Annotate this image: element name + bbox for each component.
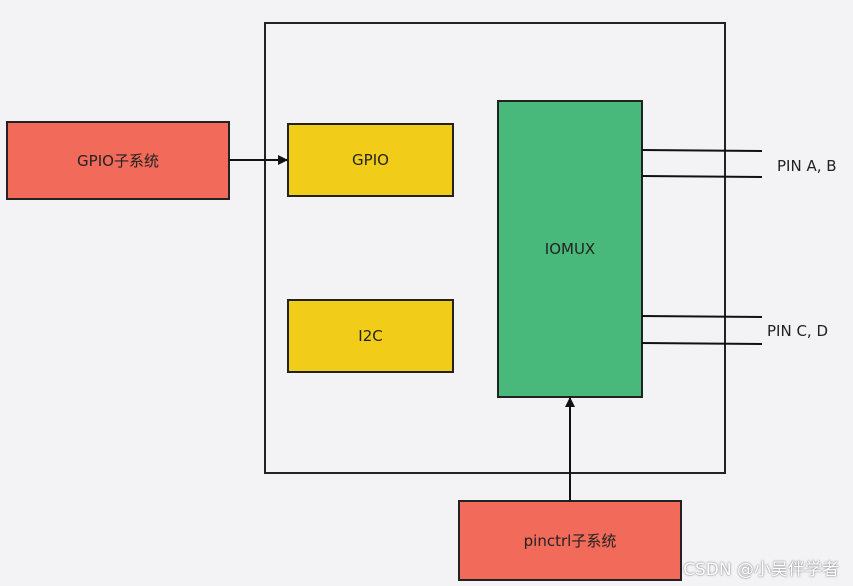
pinctrl-subsystem-label: pinctrl子系统: [523, 532, 617, 550]
pin-d-line: [641, 342, 763, 345]
pin-cd-label: PIN C, D: [767, 322, 829, 340]
gpio-controller-box: [287, 123, 454, 197]
pinctrl-subsystem-box: [458, 500, 682, 581]
gpio-subsystem-box: [6, 121, 230, 200]
pin-c-line: [641, 315, 763, 318]
i2c-controller-label: I2C: [358, 327, 383, 345]
pin-a-line: [641, 149, 763, 152]
pin-b-line: [641, 175, 763, 178]
i2c-controller-box: [287, 299, 454, 373]
iomux-label: IOMUX: [544, 240, 596, 258]
gpio-controller-label: GPIO: [352, 151, 389, 169]
gpio-subsystem-label: GPIO子系统: [77, 152, 159, 170]
iomux-box: [497, 100, 643, 398]
pin-ab-label: PIN A, B: [777, 157, 837, 175]
watermark: CSDN @小吴伴学者: [683, 560, 839, 580]
soc-container-box: [264, 22, 726, 474]
